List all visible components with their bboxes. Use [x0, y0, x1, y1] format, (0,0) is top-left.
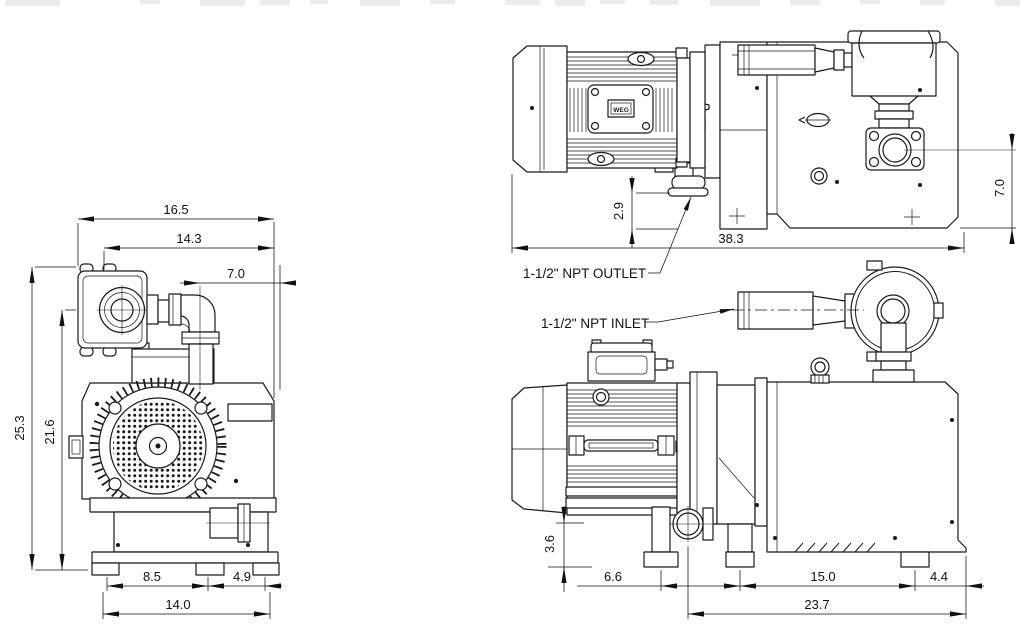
filter-clamp	[933, 302, 944, 319]
dim-front-foot-span-left: 8.5	[143, 569, 161, 584]
dim-front-foot-span-right: 4.9	[233, 569, 251, 584]
foot	[195, 562, 225, 576]
feet-side	[643, 506, 930, 568]
dim-side-body-length: 23.7	[804, 597, 829, 612]
foot	[252, 562, 280, 576]
dim-top-overall-length: 38.3	[718, 231, 743, 246]
inlet-port-label: 1-1/2" NPT INLET	[541, 316, 649, 331]
pump-body-side	[716, 357, 967, 553]
filter-clamp	[858, 30, 865, 59]
foot	[725, 551, 755, 568]
dim-side-foot-span-front: 6.6	[604, 569, 622, 584]
filter-clamp	[866, 260, 883, 271]
page-edge-artifacts	[5, 0, 1020, 6]
dimension-text: 16.5 14.3 7.0 25.3 21.6 8.5 4.9 14.0 2.9…	[12, 179, 1007, 612]
vent-plug	[592, 388, 610, 406]
name-plate	[227, 403, 273, 422]
terminal-box-side	[587, 339, 674, 382]
vent-hatch-marks	[794, 542, 876, 553]
inlet-assembly-side	[732, 260, 944, 383]
dim-side-ground-clearance: 3.6	[542, 535, 557, 553]
dim-top-port-offset: 7.0	[992, 179, 1007, 197]
outlet-elbow-front	[146, 293, 220, 385]
drain-port-side	[670, 506, 714, 542]
dim-top-outlet-projection: 2.9	[611, 202, 626, 220]
bracket-side	[716, 384, 756, 525]
foot	[643, 551, 679, 568]
motor-brand-label: WEG	[613, 107, 629, 114]
motor-front	[89, 377, 273, 515]
dim-front-overall-height: 25.3	[12, 415, 27, 440]
filter-clamp	[927, 30, 934, 59]
eyebolt-top	[810, 167, 828, 185]
foot	[91, 562, 120, 576]
front-view	[68, 263, 280, 576]
motor-brand-plate	[607, 99, 635, 118]
eyebolt-side	[810, 357, 830, 384]
base-front	[89, 497, 280, 576]
dim-side-rear-overhang: 4.4	[930, 569, 948, 584]
inlet-pipe	[737, 291, 814, 330]
muffler-tube-top	[737, 44, 853, 76]
inlet-filter-top	[847, 30, 941, 171]
motor-rib-ring	[89, 377, 227, 515]
motor-side	[511, 339, 718, 525]
dim-front-pipe-offset: 7.0	[227, 266, 245, 281]
side-junction-tab	[68, 435, 84, 459]
foot	[900, 551, 930, 568]
motor-top: WEG	[512, 45, 710, 173]
dim-front-overall-width: 16.5	[163, 202, 188, 217]
side-view	[511, 260, 967, 568]
dim-side-foot-span-rear: 15.0	[810, 569, 835, 584]
dimension-graphics	[29, 133, 1016, 619]
outlet-port-label: 1-1/2" NPT OUTLET	[523, 266, 646, 281]
tie-rod	[568, 435, 688, 456]
oil-plug-top	[798, 112, 831, 128]
adapter-column-top	[704, 44, 721, 179]
inlet-filter-front	[77, 263, 148, 357]
dim-front-base-width: 14.0	[165, 597, 190, 612]
dim-front-inlet-height: 21.6	[42, 419, 57, 444]
top-view: WEG	[512, 30, 959, 230]
dim-front-port-width: 14.3	[176, 231, 201, 246]
